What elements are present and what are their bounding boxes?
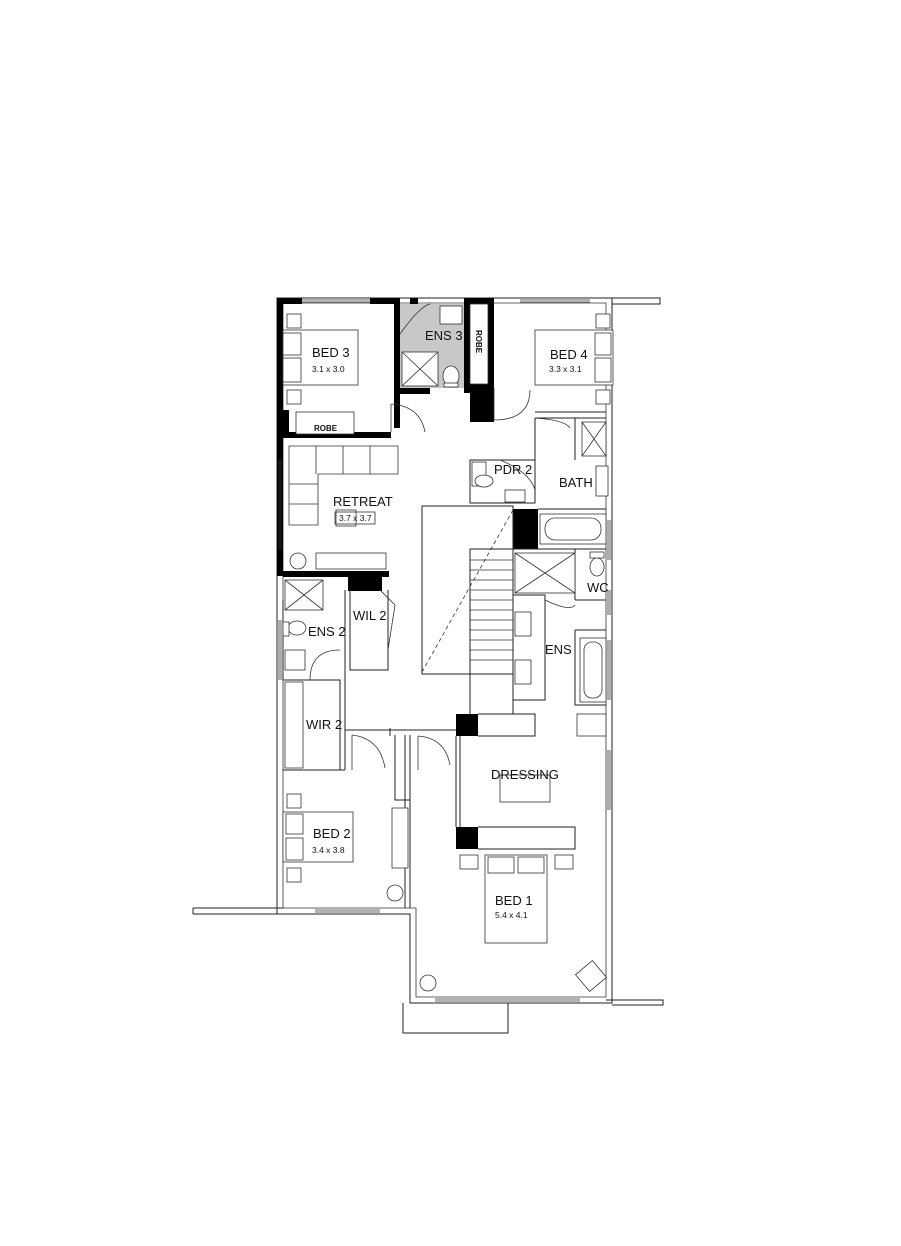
wet-fixtures [282,421,609,993]
partitions [282,411,606,908]
bed2-size: 3.4 x 3.8 [312,845,345,855]
ens3-label: ENS 3 [425,328,463,343]
bed3-label: BED 3 [312,345,350,360]
wir2-label: WIR 2 [306,717,342,732]
ens2-label: ENS 2 [308,624,346,639]
bed3-bed [282,313,359,405]
room-labels: BED 3 3.1 x 3.0 ENS 3 ROBE ROBE BED 4 3.… [306,328,609,920]
bed4-size: 3.3 x 3.1 [549,364,582,374]
wil2-label: WIL 2 [353,608,386,623]
building-outline [192,297,664,1034]
bed1-label: BED 1 [495,893,533,908]
bed3-size: 3.1 x 3.0 [312,364,345,374]
robe-strip [469,303,489,385]
robe-bottom-label: ROBE [314,424,338,433]
robe-bottom-box [295,411,355,435]
bed1-size: 5.4 x 4.1 [495,910,528,920]
bed2-label: BED 2 [313,826,351,841]
stairs [421,505,514,714]
dressing-label: DRESSING [491,767,559,782]
ens3-wet-area [399,303,464,388]
ens-label: ENS [545,642,572,657]
retreat-size: 3.7 x 3.7 [339,513,372,523]
bed1-bed [459,854,574,944]
bed4-label: BED 4 [550,347,588,362]
retreat-sofa [288,445,399,570]
bed4-bed [534,313,614,405]
retreat-size-box [334,511,376,525]
windows [278,299,611,1002]
thick-walls [277,298,538,849]
bath-label: BATH [559,475,593,490]
retreat-label: RETREAT [333,494,393,509]
wc-label: WC [587,580,609,595]
bed2-bed [282,793,354,883]
door-swings [309,388,576,770]
pdr2-label: PDR 2 [494,462,532,477]
robe-right-label: ROBE [474,330,483,354]
